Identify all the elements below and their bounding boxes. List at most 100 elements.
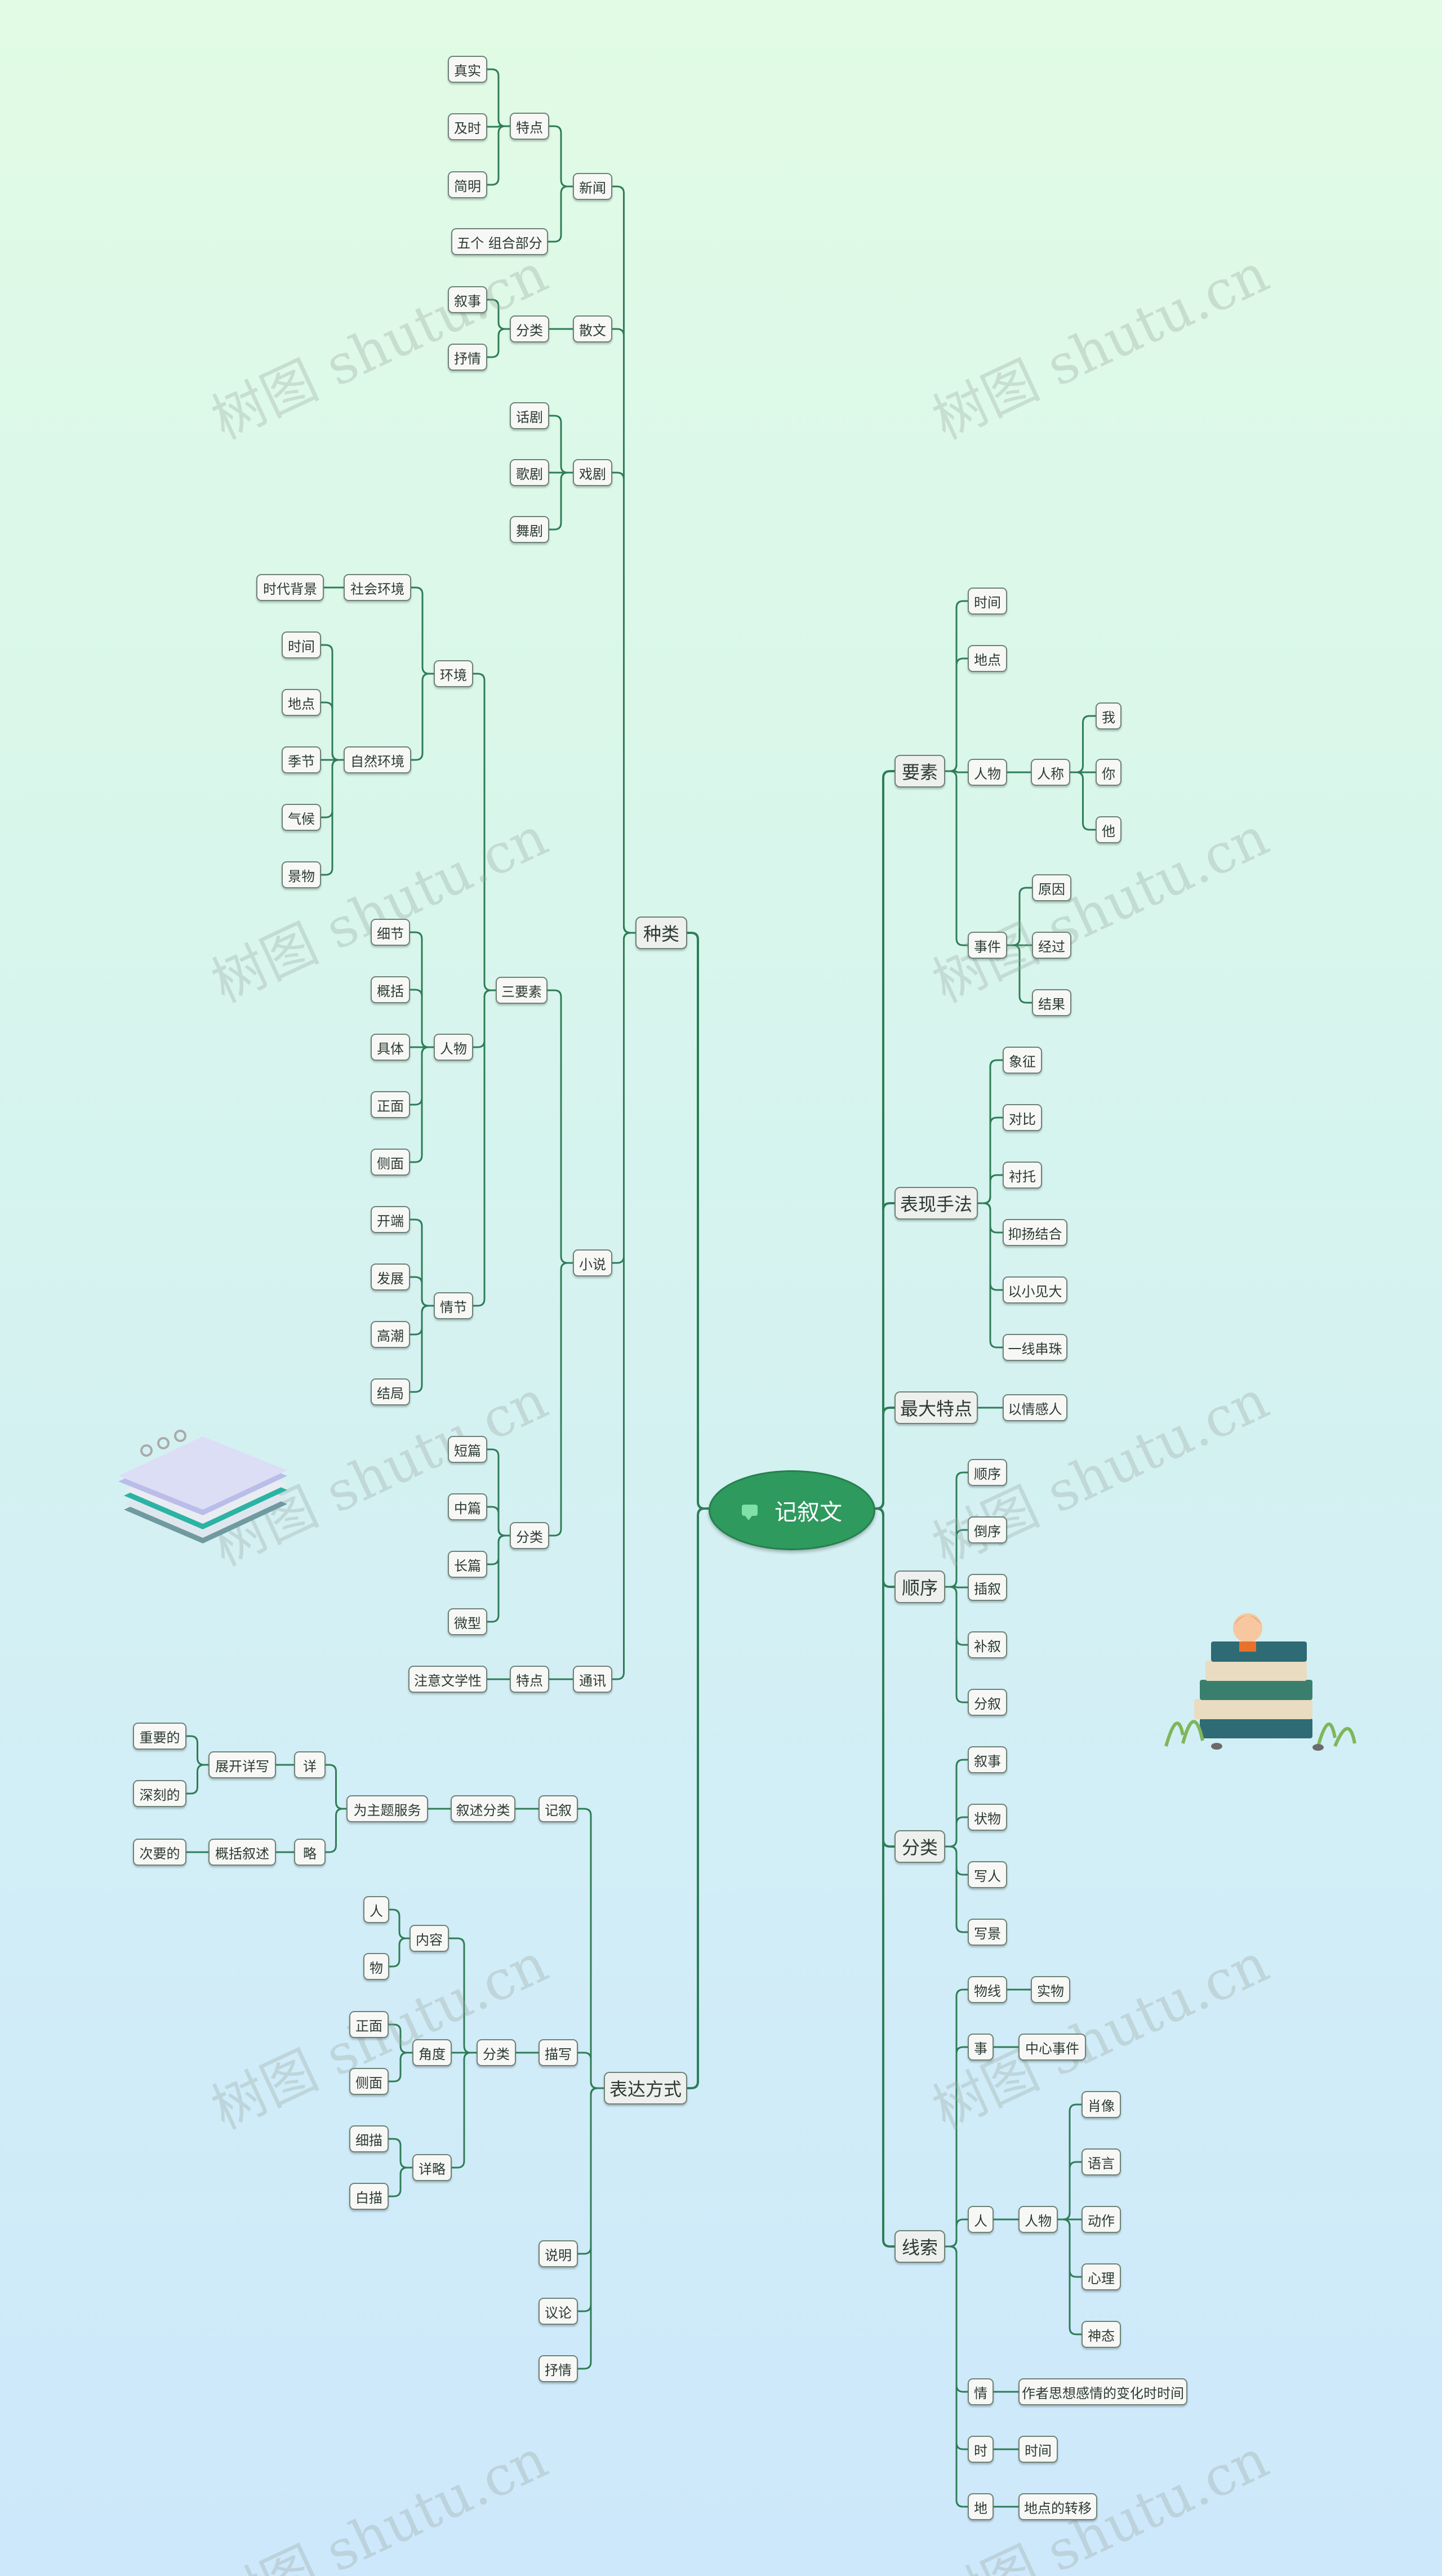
node-sw_xushi[interactable]: 叙事	[448, 286, 487, 313]
node-baimiao[interactable]: 白描	[349, 2183, 389, 2210]
node-shidai[interactable]: 时代背景	[256, 574, 324, 601]
node-zhankai[interactable]: 展开详写	[208, 1751, 276, 1778]
node-zhuangwu[interactable]: 状物	[968, 1804, 1007, 1831]
node-zr_jingwu[interactable]: 景物	[282, 861, 321, 888]
topic-xiansuo[interactable]: 线索	[894, 2230, 945, 2263]
node-qing[interactable]: 情	[968, 2378, 994, 2405]
node-fazhan[interactable]: 发展	[371, 1263, 410, 1291]
node-wu[interactable]: 物	[363, 1953, 389, 1980]
topic-zuida[interactable]: 最大特点	[894, 1391, 978, 1424]
node-xinwen[interactable]: 新闻	[573, 173, 612, 200]
node-qingjie[interactable]: 情节	[434, 1292, 473, 1319]
node-zr_jijie[interactable]: 季节	[282, 746, 321, 773]
node-ta[interactable]: 他	[1096, 816, 1121, 843]
node-sw_shuqing[interactable]: 抒情	[448, 344, 487, 371]
root-node[interactable]: 记叙文	[709, 1470, 875, 1550]
node-jieju[interactable]: 结局	[371, 1378, 410, 1405]
node-zhongpian[interactable]: 中篇	[448, 1493, 487, 1520]
node-duibi[interactable]: 对比	[1003, 1104, 1042, 1131]
node-sanyaosu[interactable]: 三要素	[496, 977, 548, 1004]
node-shijian-t[interactable]: 时间	[1018, 2436, 1058, 2463]
node-chentuo[interactable]: 衬托	[1003, 1162, 1042, 1189]
node-jishi[interactable]: 及时	[448, 113, 487, 140]
node-gaikuoxushu[interactable]: 概括叙述	[208, 1839, 276, 1866]
node-ren[interactable]: 人	[363, 1896, 389, 1923]
node-zr_qihou[interactable]: 气候	[282, 804, 321, 831]
node-zhenshi[interactable]: 真实	[448, 56, 487, 83]
node-shi[interactable]: 事	[968, 2034, 994, 2061]
node-changpian[interactable]: 长篇	[448, 1551, 487, 1578]
node-weixing[interactable]: 微型	[448, 1608, 487, 1635]
node-cemian[interactable]: 侧面	[371, 1149, 410, 1176]
node-xieren[interactable]: 写人	[968, 1861, 1007, 1888]
node-xiju[interactable]: 戏剧	[573, 459, 612, 486]
node-sanwen[interactable]: 散文	[573, 315, 612, 342]
node-zhengmian[interactable]: 正面	[371, 1091, 410, 1118]
node-shiwu[interactable]: 实物	[1031, 1976, 1070, 2003]
topic-biaoda[interactable]: 表达方式	[604, 2072, 687, 2105]
node-fr_xushi[interactable]: 叙事	[968, 1746, 1007, 1773]
node-shuoming[interactable]: 说明	[538, 2240, 578, 2267]
node-shenke[interactable]: 深刻的	[133, 1780, 186, 1807]
topic-zhonglei[interactable]: 种类	[635, 916, 687, 949]
node-ni[interactable]: 你	[1096, 759, 1121, 786]
node-zhongxin[interactable]: 中心事件	[1018, 2034, 1086, 2061]
node-jieguo[interactable]: 结果	[1032, 989, 1071, 1016]
node-yixian[interactable]: 一线串珠	[1003, 1334, 1067, 1361]
node-xianglue[interactable]: 详略	[412, 2154, 452, 2181]
node-tx_tedian[interactable]: 特点	[510, 1666, 549, 1693]
node-jixu[interactable]: 记叙	[538, 1795, 578, 1822]
node-yuanyin[interactable]: 原因	[1032, 874, 1071, 901]
node-jiaodu[interactable]: 角度	[412, 2039, 452, 2066]
node-renwu[interactable]: 人物	[434, 1034, 473, 1061]
node-lue[interactable]: 略	[294, 1839, 326, 1866]
node-huanjing[interactable]: 环境	[434, 660, 473, 687]
node-jd_cemian[interactable]: 侧面	[349, 2068, 389, 2095]
node-zuozhe[interactable]: 作者思想感情的变化时时间	[1018, 2378, 1187, 2405]
topic-biaoxian[interactable]: 表现手法	[894, 1187, 978, 1220]
node-huaju[interactable]: 话剧	[510, 402, 549, 429]
node-yuyan[interactable]: 语言	[1082, 2148, 1121, 2175]
node-xs_renwu[interactable]: 人物	[1018, 2206, 1058, 2233]
node-juti[interactable]: 具体	[371, 1034, 410, 1061]
node-xiang[interactable]: 详	[294, 1751, 326, 1778]
node-ziran[interactable]: 自然环境	[344, 746, 411, 773]
node-shi-time[interactable]: 时	[968, 2436, 994, 2463]
node-gaikuo[interactable]: 概括	[371, 976, 410, 1003]
node-fenxu[interactable]: 分叙	[968, 1689, 1007, 1716]
node-sw_fenlei[interactable]: 分类	[510, 315, 549, 342]
node-jianming[interactable]: 简明	[448, 171, 487, 198]
node-zr_didian[interactable]: 地点	[282, 689, 321, 716]
topic-yaosu[interactable]: 要素	[894, 755, 945, 788]
node-miaoxie[interactable]: 描写	[538, 2039, 578, 2066]
node-xiaoshuo[interactable]: 小说	[573, 1249, 612, 1276]
node-xiaoxiang[interactable]: 肖像	[1082, 2091, 1121, 2118]
node-xijie[interactable]: 细节	[371, 919, 410, 946]
node-ys_didian[interactable]: 地点	[968, 645, 1007, 672]
node-ys_shijian[interactable]: 时间	[968, 588, 1007, 615]
node-shijian_ev[interactable]: 事件	[968, 932, 1007, 959]
node-xushu_fenlei[interactable]: 叙述分类	[451, 1795, 515, 1822]
topic-shunxu[interactable]: 顺序	[894, 1570, 945, 1603]
node-mx_fenlei[interactable]: 分类	[477, 2039, 516, 2066]
node-yiyang[interactable]: 抑扬结合	[1003, 1219, 1067, 1246]
node-bd_shuqing[interactable]: 抒情	[538, 2355, 578, 2382]
node-di[interactable]: 地	[968, 2493, 994, 2520]
node-geju[interactable]: 歌剧	[510, 459, 549, 486]
node-yiqing[interactable]: 以情感人	[1003, 1394, 1067, 1421]
node-wuge[interactable]: 五个 组合部分	[451, 228, 548, 255]
node-weizhuti[interactable]: 为主题服务	[346, 1795, 428, 1822]
node-gaochao[interactable]: 高潮	[371, 1321, 410, 1348]
node-tongxun[interactable]: 通讯	[573, 1666, 612, 1693]
node-xiangzheng[interactable]: 象征	[1003, 1047, 1042, 1074]
node-didian-zy[interactable]: 地点的转移	[1018, 2493, 1097, 2520]
node-shunxu2[interactable]: 顺序	[968, 1459, 1007, 1486]
node-yilun[interactable]: 议论	[538, 2298, 578, 2325]
node-dongzuo[interactable]: 动作	[1082, 2206, 1121, 2233]
node-buxu[interactable]: 补叙	[968, 1631, 1007, 1658]
node-duanpian[interactable]: 短篇	[448, 1436, 487, 1463]
node-chaxu[interactable]: 插叙	[968, 1574, 1007, 1601]
node-ciyao[interactable]: 次要的	[133, 1839, 186, 1866]
node-wuxian[interactable]: 物线	[968, 1976, 1007, 2003]
topic-fenlei[interactable]: 分类	[894, 1830, 945, 1863]
